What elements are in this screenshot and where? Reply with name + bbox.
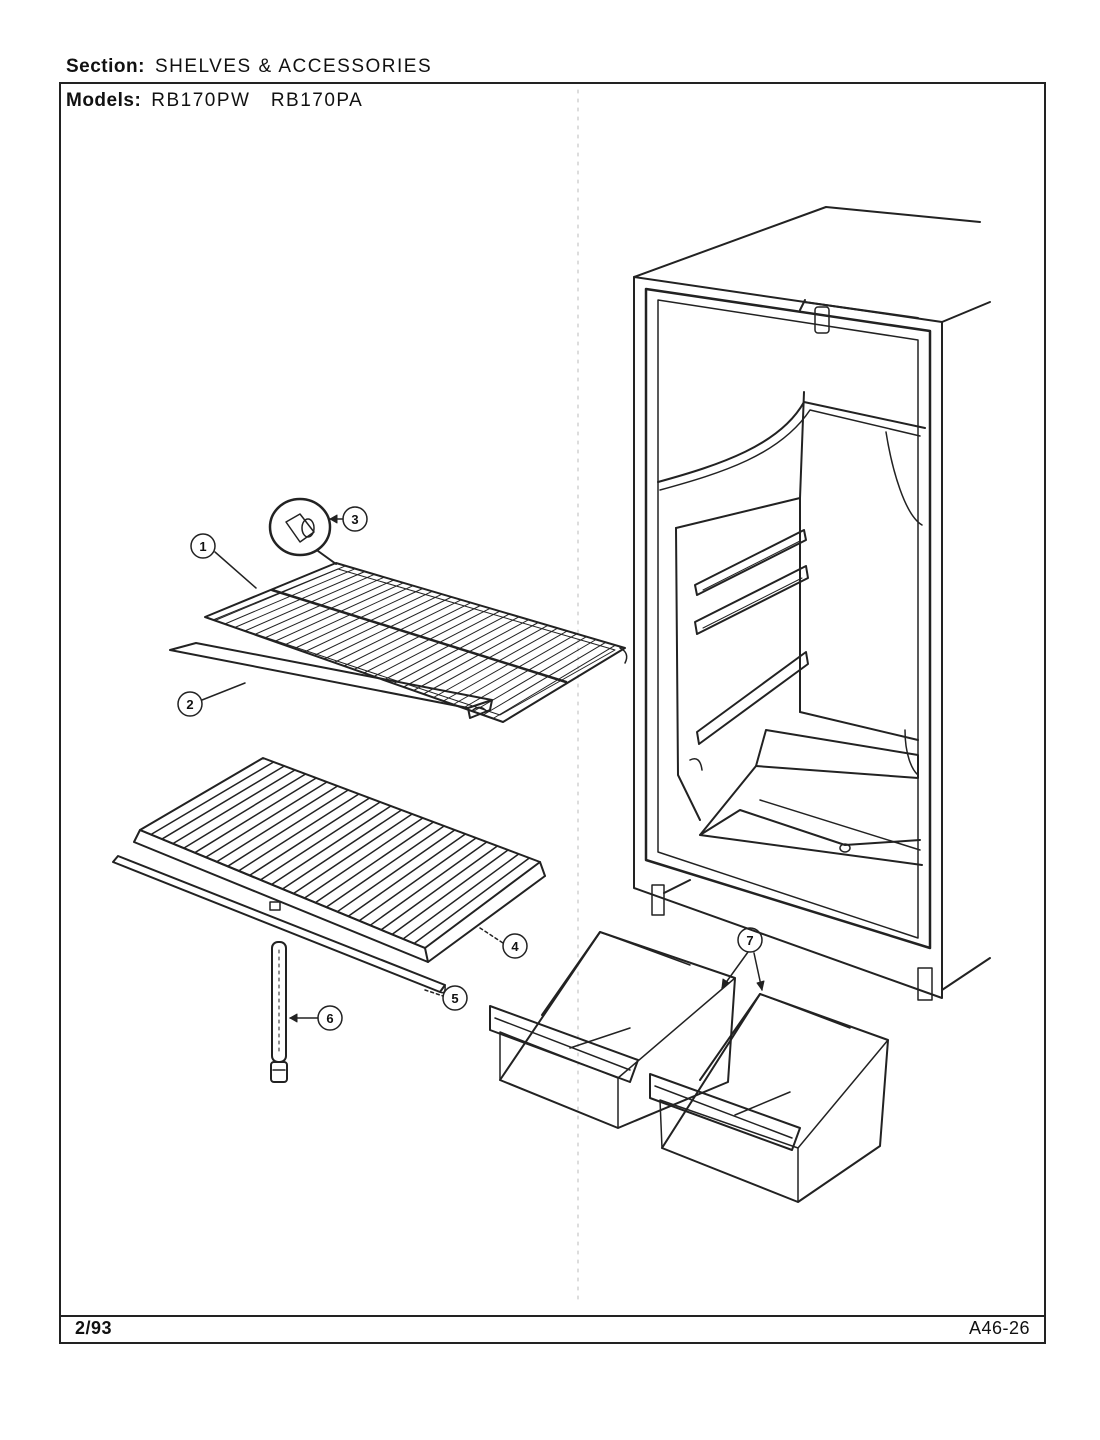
shelf-wire-bar [462,636,587,709]
shelf-trim [169,642,493,719]
crisper-cover-rib [336,829,456,913]
crisper-cover-rib [369,841,488,927]
shelf-wire-bar [492,644,616,719]
shelf-wire-bar [383,613,510,681]
shelf-wire-bar [363,607,491,674]
callout-1: 1 [190,533,257,589]
footer-date: 2/93 [75,1318,113,1338]
callout-2: 2 [177,682,246,717]
shelf-wire-bar [472,639,597,712]
shelf-wire-bar [373,610,501,677]
shelf-wire-bar [313,593,443,656]
shelf-wire-bar [423,624,549,695]
crisper-cover-rib [205,781,328,858]
callout-5: 5 [424,985,468,1011]
crisper-cover-rib [161,765,286,840]
crisper-cover-rib [380,845,499,931]
shelf-wire-bar [333,599,462,663]
footer-code: A46-26 [968,1318,1030,1338]
support-rod [270,941,288,1083]
shelf-wire-bar [393,616,520,684]
crisper-cover-rib [270,805,392,886]
crisper-cover-rib [325,825,445,908]
shelf-wire-bar [432,627,559,698]
diagram-frame [59,82,1046,1344]
shelf-wire-bar [244,573,376,632]
shelf-wire-bar [343,602,472,667]
refrigerator-cabinet [633,206,991,1001]
crisper-pan-left [489,931,736,1129]
models-heading: Models: RB170PW RB170PA [66,90,363,112]
end-cap [268,497,337,565]
callout-5-number: 5 [451,991,458,1006]
crisper-pan-right [649,993,889,1203]
models-value: RB170PW RB170PA [151,90,364,111]
section-label: Section: [66,56,145,77]
footer-divider [60,1315,1045,1317]
callout-4: 4 [479,927,528,959]
shelf-wire-bar [323,596,453,660]
crisper-cover-rib [347,833,467,917]
crisper-cover-rib [237,793,360,872]
callout-2-number: 2 [186,697,193,712]
shelf-wire-bar [303,590,433,653]
shelf-wire-bar [413,622,539,691]
crisper-cover-rib [391,849,509,936]
crisper-cover-rib [281,809,403,890]
shelf-wire-bar [482,641,607,716]
callout-6: 6 [289,1005,343,1031]
crisper-cover-rib [150,761,275,836]
shelf-wire-bar [353,605,481,670]
callout-3-number: 3 [351,512,358,527]
crisper-cover-rib [183,773,307,849]
crisper-cover-rib [215,785,339,863]
shelf-wire-bar [452,633,578,705]
crisper-cover-rib [292,813,413,895]
shelf-rails [694,529,809,745]
crisper-cover-rib [314,821,435,904]
shelf-wire-bar [224,568,356,625]
shelf-wire-bar [234,571,366,628]
shelf-wire-bar [403,619,530,688]
shelf-wire-bar [293,588,424,649]
shelf-wire-bar [264,579,395,639]
shelf-wire-bar [274,582,404,642]
crisper-cover-rib [226,789,349,868]
models-label: Models: [66,90,142,111]
crisper-cover-rib [194,777,318,854]
crisper-cover-rib [303,817,424,899]
crisper-cover-rib [248,797,371,877]
callout-1-number: 1 [199,539,206,554]
callout-7: 7 [721,927,765,991]
crisper-cover-rib [358,837,477,922]
callout-6-number: 6 [326,1011,333,1026]
callout-7-number: 7 [746,933,753,948]
crisper-cover-rib [402,853,520,940]
shelf-wire-bar [254,576,385,635]
crisper-cover-shelf [133,757,546,963]
callout-3: 3 [329,506,368,532]
shelf-wire-bar [442,630,568,702]
wire-shelf [204,562,628,723]
callout-4-number: 4 [511,939,519,954]
section-value: SHELVES & ACCESSORIES [154,56,433,77]
crisper-cover-rib [259,801,381,881]
section-heading: Section: SHELVES & ACCESSORIES [66,56,432,78]
shelf-wire-bar [283,585,414,646]
crisper-cover-rib [413,857,531,945]
crisper-cover-rib [172,769,296,845]
shelf-wire-bar [214,565,347,621]
